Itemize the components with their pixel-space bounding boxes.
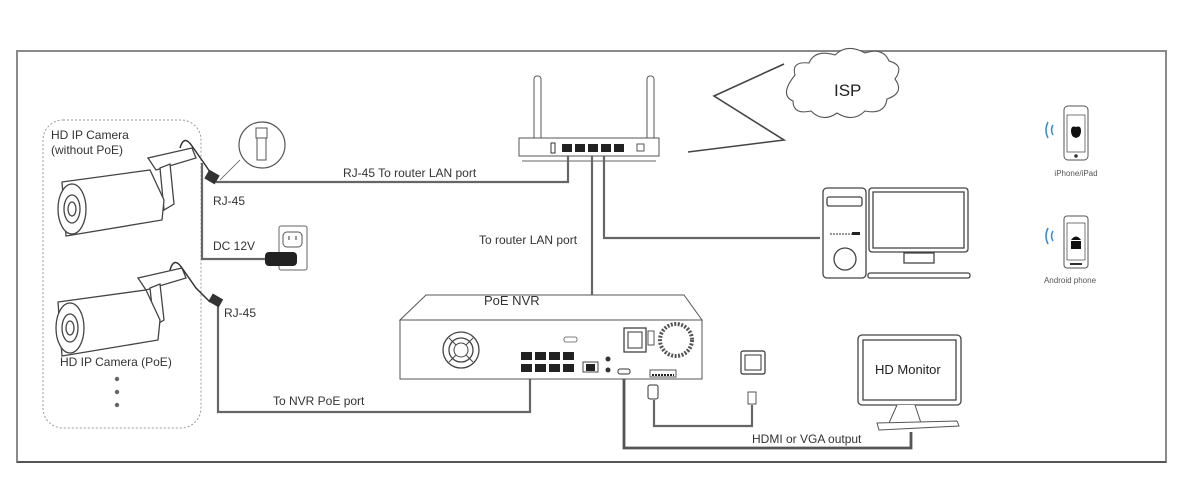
desktop-computer-icon [822,187,971,279]
android-logo-icon [1071,236,1081,240]
wire-nvr-to-monitor [622,378,913,450]
camera-bottom-label: HD IP Camera (PoE) [60,355,172,369]
to-router-lan-mid-label: To router LAN port [479,233,578,247]
camera-top-label: HD IP Camera [51,128,129,142]
to-nvr-poe-label: To NVR PoE port [273,394,365,408]
power-adapter-icon [265,252,297,266]
hdmi-vga-label: HDMI or VGA output [752,432,862,446]
more-cameras-ellipsis [114,376,120,408]
bullet-camera-icon [57,139,220,237]
isp-cloud-icon [785,47,900,119]
monitor-icon [857,334,962,431]
android-device [1045,215,1089,269]
android-label: Android phone [1044,276,1097,285]
to-router-lan-top-label: RJ-45 To router LAN port [343,166,477,180]
dc12v-label: DC 12V [213,239,255,253]
apple-logo-icon [1071,126,1081,138]
iphone-device [1045,105,1089,161]
camera-poe [55,261,224,357]
wire-nvr-power [652,400,754,428]
router-icon [518,75,660,162]
power-outlet-icon [740,350,766,405]
camera-without-poe [57,121,286,237]
rj45-top-label: RJ-45 [213,194,245,208]
wifi-icon [1045,121,1049,139]
monitor-label: HD Monitor [875,362,941,377]
wifi-icon [1045,227,1049,245]
wire-router-to-pc [602,150,820,240]
iphone-label: iPhone/iPad [1054,169,1097,178]
iphone-icon [1063,105,1089,161]
nvr-icon [398,294,703,400]
wire-camera2-to-nvr [216,303,532,414]
bullet-camera-icon [55,261,224,357]
camera-top-sublabel: (without PoE) [51,143,123,157]
poe-ports [521,352,574,372]
isp-label: ISP [834,81,861,100]
internet-link-icon [687,63,787,153]
nvr-label: PoE NVR [484,293,540,308]
android-phone-icon [1063,215,1089,269]
rj45-plug-zoom-icon [219,121,286,181]
rj45-bottom-label: RJ-45 [224,306,256,320]
wire-dc-power [200,163,272,261]
